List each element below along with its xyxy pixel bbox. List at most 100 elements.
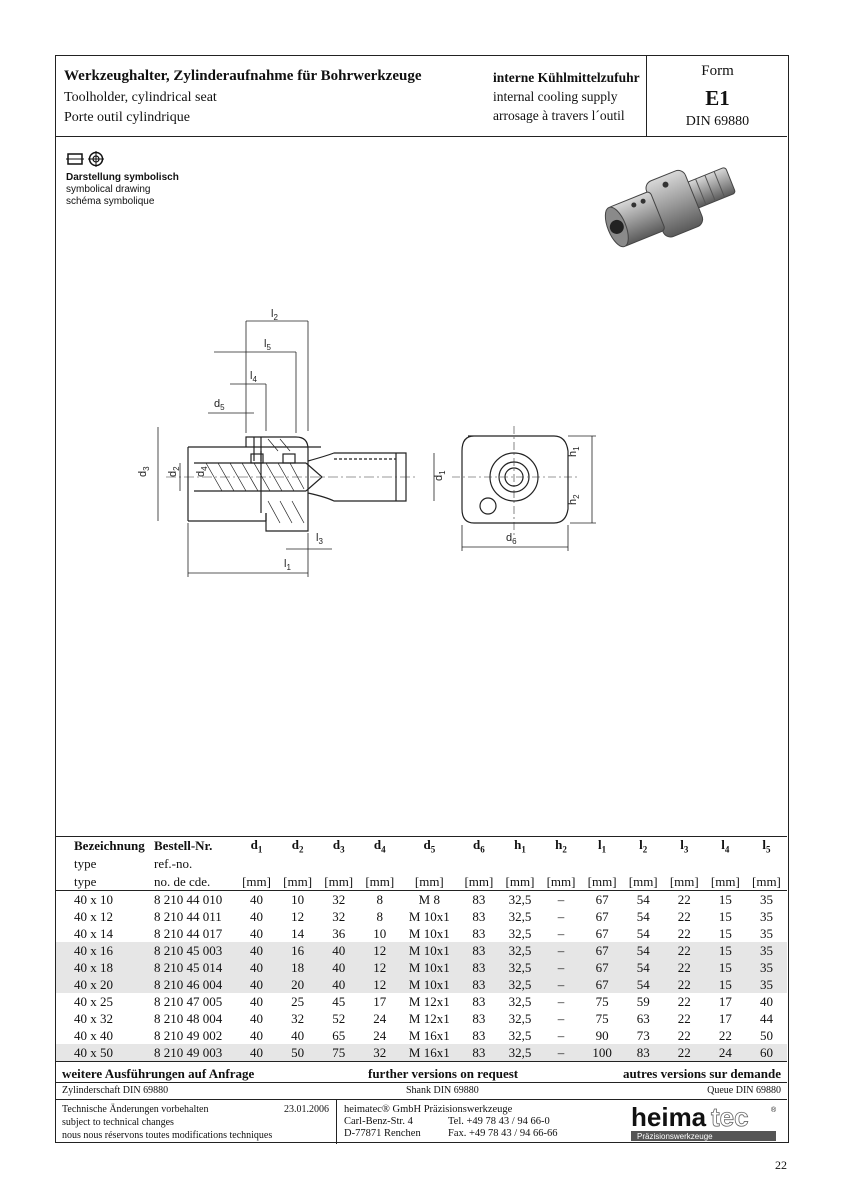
table-cell: 22 — [677, 993, 691, 1009]
label-l1: l1 — [284, 558, 291, 572]
table-cell: 63 — [636, 1010, 650, 1026]
table-cell: 8 210 49 003 — [154, 1044, 236, 1062]
table-cell: – — [557, 1027, 565, 1043]
table-cell: 40 x 40 — [74, 1027, 113, 1043]
fax: Fax. +49 78 43 / 94 66-66 — [448, 1128, 558, 1139]
table-cell: – — [557, 993, 565, 1009]
table-cell: – — [557, 1010, 565, 1026]
label-d6: d6 — [506, 532, 517, 546]
table-cell: 15 — [718, 925, 732, 941]
col-refno: ref.-no. — [154, 856, 193, 871]
table-cell: – — [540, 976, 582, 993]
table-cell: 83 — [472, 925, 486, 941]
table-cell: 32,5 — [508, 908, 532, 924]
table-cell: 83 — [458, 942, 500, 959]
table-cell: 35 — [745, 959, 787, 976]
table-cell: 32,5 — [499, 942, 541, 959]
unit-cell: [mm] — [400, 873, 459, 891]
table-cell: 54 — [636, 891, 650, 907]
table-cell: 22 — [677, 925, 691, 941]
table-cell: 8 210 44 017 — [154, 925, 223, 941]
label-l4: l4 — [250, 370, 257, 384]
technical-drawing: l2 l5 l4 d5 l3 l1 d3 d2 d4 d1 h1 — [137, 308, 596, 577]
changes-de: Technische Änderungen vorbehalten — [62, 1104, 209, 1115]
changes-en: subject to technical changes — [62, 1117, 174, 1128]
table-cell: 40 — [759, 993, 773, 1009]
table-cell: 15 — [704, 976, 746, 993]
further-versions-bar: weitere Ausführungen auf Anfrage further… — [56, 1064, 787, 1083]
col-h2: h2 — [555, 837, 567, 855]
table-cell: 44 — [759, 1010, 773, 1026]
table-cell: 83 — [622, 1044, 664, 1062]
dimensions-front — [461, 435, 596, 551]
table-cell: 40 x 12 — [74, 908, 113, 924]
table-cell: 25 — [291, 993, 305, 1009]
label-d5: d5 — [214, 398, 225, 412]
unit-cell: [mm] — [318, 873, 360, 891]
table-cell: 40 x 16 — [56, 942, 154, 959]
table-cell: 35 — [759, 908, 773, 924]
label-d3: d3 — [137, 466, 151, 477]
further-de: weitere Ausführungen auf Anfrage — [62, 1066, 255, 1081]
col-l4: l4 — [721, 837, 730, 855]
table-cell: 83 — [472, 908, 486, 924]
table-cell: – — [540, 959, 582, 976]
table-cell: – — [557, 891, 565, 907]
symbolic-label-fr: schéma symbolique — [66, 196, 155, 207]
footer-legal: Technische Änderungen vorbehalten 23.01.… — [56, 1100, 337, 1144]
table-cell: 75 — [595, 993, 609, 1009]
section-hatching — [205, 438, 305, 524]
footer: Technische Änderungen vorbehalten 23.01.… — [56, 1100, 787, 1144]
table-cell: 40 x 20 — [56, 976, 154, 993]
table-cell: 14 — [291, 925, 305, 941]
table-cell: 22 — [663, 942, 705, 959]
table-cell: 8 210 45 014 — [154, 959, 236, 976]
table-cell: 67 — [595, 908, 609, 924]
table-cell: 40 — [250, 993, 264, 1009]
col-l2: l2 — [639, 837, 648, 855]
table-cell: 40 — [236, 1044, 278, 1062]
page-number: 22 — [775, 1158, 787, 1172]
toolholder-photo — [604, 167, 736, 248]
table-cell: 40 x 25 — [74, 993, 113, 1009]
table-cell: 24 — [373, 1010, 387, 1026]
unit-cell: [mm] — [458, 873, 500, 891]
unit-cell: [mm] — [540, 873, 582, 891]
street: Carl-Benz-Str. 4 — [344, 1116, 413, 1127]
table-cell: 67 — [581, 959, 623, 976]
table-cell: 22 — [663, 1044, 705, 1062]
table-cell: 22 — [677, 1010, 691, 1026]
table-cell: 40 — [236, 959, 278, 976]
table-cell: 54 — [622, 942, 664, 959]
dimensions-side — [157, 320, 435, 577]
phone: Tel. +49 78 43 / 94 66-0 — [448, 1116, 550, 1127]
table-cell: 22 — [663, 959, 705, 976]
table-cell: 67 — [595, 891, 609, 907]
table-cell: 50 — [759, 1027, 773, 1043]
table-cell: – — [557, 925, 565, 941]
shank-en: Shank DIN 69880 — [406, 1085, 479, 1096]
shank-bar: Zylinderschaft DIN 69880 Shank DIN 69880… — [56, 1083, 787, 1100]
table-cell: 24 — [704, 1044, 746, 1062]
table-cell: 16 — [277, 942, 319, 959]
table-cell: 12 — [359, 959, 401, 976]
title-de: Werkzeughalter, Zylinderaufnahme für Boh… — [64, 68, 422, 84]
table-cell: 8 210 46 004 — [154, 976, 236, 993]
col-l5: l5 — [762, 837, 771, 855]
table-cell: 54 — [622, 959, 664, 976]
table-cell: 32 — [332, 891, 346, 907]
table-cell: 83 — [458, 976, 500, 993]
table-cell: 40 — [250, 925, 264, 941]
title-en: Toolholder, cylindrical seat — [64, 90, 217, 105]
din-number: DIN 69880 — [685, 114, 750, 129]
table-cell: M 8 — [418, 891, 440, 907]
col-type-en: type — [74, 856, 97, 871]
table-cell: 15 — [718, 891, 732, 907]
table-cell: 54 — [636, 925, 650, 941]
table-cell: M 10x1 — [400, 942, 459, 959]
unit-cell: [mm] — [499, 873, 541, 891]
